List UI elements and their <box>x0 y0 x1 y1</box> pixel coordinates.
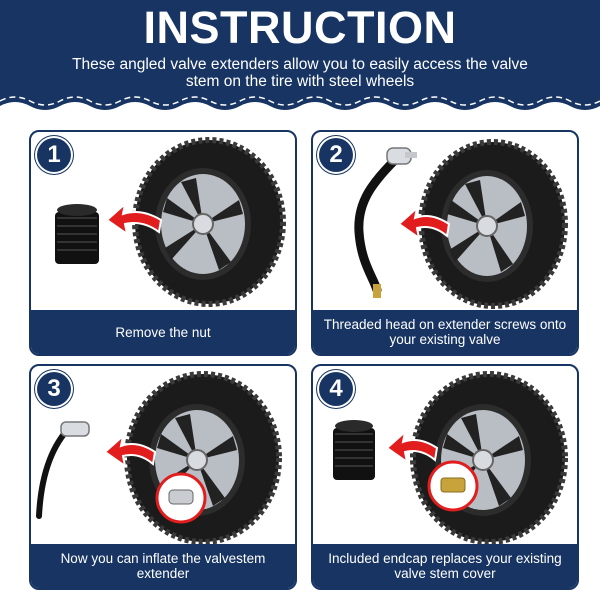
brass-valve-closeup-icon <box>427 460 479 512</box>
step-card-2: 2 Threaded head on extender screws onto … <box>311 130 579 356</box>
page-subtitle: These angled valve extenders allow you t… <box>72 56 528 90</box>
red-arrow-icon <box>105 201 163 237</box>
step-card-1: 1 Remove the nut <box>29 130 297 356</box>
step-2-illustration <box>354 139 568 309</box>
valve-extender-hose-icon <box>354 147 417 298</box>
red-arrow-icon <box>397 205 451 241</box>
wave-divider <box>0 96 600 126</box>
step-number-badge: 3 <box>37 372 71 406</box>
step-1-illustration <box>55 137 286 307</box>
step-caption: Threaded head on extender screws onto yo… <box>313 310 577 354</box>
step-card-3: 3 Now you can inflate the valvestem exte… <box>29 364 297 590</box>
step-number-badge: 1 <box>37 138 71 172</box>
step-caption: Remove the nut <box>31 310 295 354</box>
step-number-badge: 2 <box>319 138 353 172</box>
inflator-closeup-icon <box>155 472 207 524</box>
step-number-badge: 4 <box>319 372 353 406</box>
step-3-illustration <box>36 371 282 545</box>
page-title: INSTRUCTION <box>143 2 457 53</box>
step-4-illustration <box>333 371 568 545</box>
step-caption: Now you can inflate the valvestem extend… <box>31 544 295 588</box>
red-arrow-icon <box>385 429 439 465</box>
hose-icon <box>36 421 90 519</box>
tire-icon <box>418 139 568 309</box>
valve-cap-icon <box>333 420 375 480</box>
step-caption: Included endcap replaces your existing v… <box>313 544 577 588</box>
step-card-4: 4 Included endcap replaces your existing… <box>311 364 579 590</box>
tire-icon <box>132 137 286 307</box>
valve-cap-icon <box>55 204 99 264</box>
red-arrow-icon <box>103 433 157 469</box>
